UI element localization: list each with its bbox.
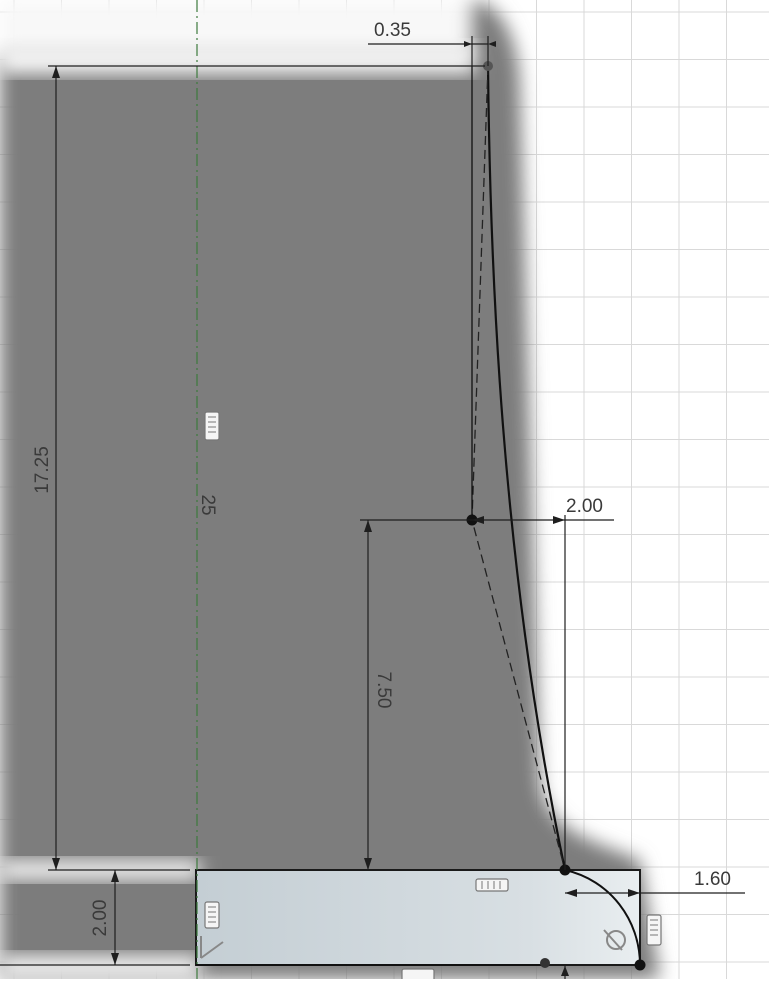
horizontal-constraint-icon[interactable]: [204, 411, 220, 441]
tangent-constraint-icon[interactable]: [603, 929, 626, 951]
dimension-top-offset[interactable]: [368, 36, 496, 66]
axis-dimension-label[interactable]: 25: [197, 494, 218, 515]
dimension-mid-offset[interactable]: [360, 515, 614, 870]
vertical-constraint-icon[interactable]: [204, 901, 220, 929]
dim-base-height-label[interactable]: 2.00: [90, 900, 111, 937]
fillet-arc[interactable]: [564, 869, 641, 966]
body-shading: [0, 0, 660, 979]
bottom-gap: [0, 955, 200, 979]
dimension-lower-height[interactable]: [364, 520, 372, 870]
vertical-constraint-icon[interactable]: [646, 914, 662, 946]
dim-fillet-radius-label[interactable]: 1.60: [694, 869, 731, 890]
dim-top-offset-label[interactable]: 0.35: [374, 20, 411, 41]
dimension-fillet-radius[interactable]: [565, 870, 745, 900]
vertical-dimension-arrow: [561, 966, 569, 979]
fillet-end-point[interactable]: [634, 959, 646, 971]
selected-base-profile[interactable]: [195, 869, 641, 966]
horizontal-constraint-icon[interactable]: [475, 878, 509, 892]
base-point[interactable]: [540, 958, 550, 968]
dim-mid-offset-label[interactable]: 2.00: [566, 496, 603, 517]
dimension-main-height[interactable]: [48, 65, 485, 871]
top-gap: [0, 44, 475, 74]
dimension-base-height[interactable]: [0, 870, 190, 966]
dim-main-height-label[interactable]: 17.25: [32, 446, 53, 494]
profile-spline[interactable]: [486, 65, 567, 871]
perpendicular-constraint-icon[interactable]: [200, 936, 224, 959]
dim-lower-height-label[interactable]: 7.50: [373, 672, 394, 709]
horizontal-constraint-icon[interactable]: [401, 968, 435, 982]
